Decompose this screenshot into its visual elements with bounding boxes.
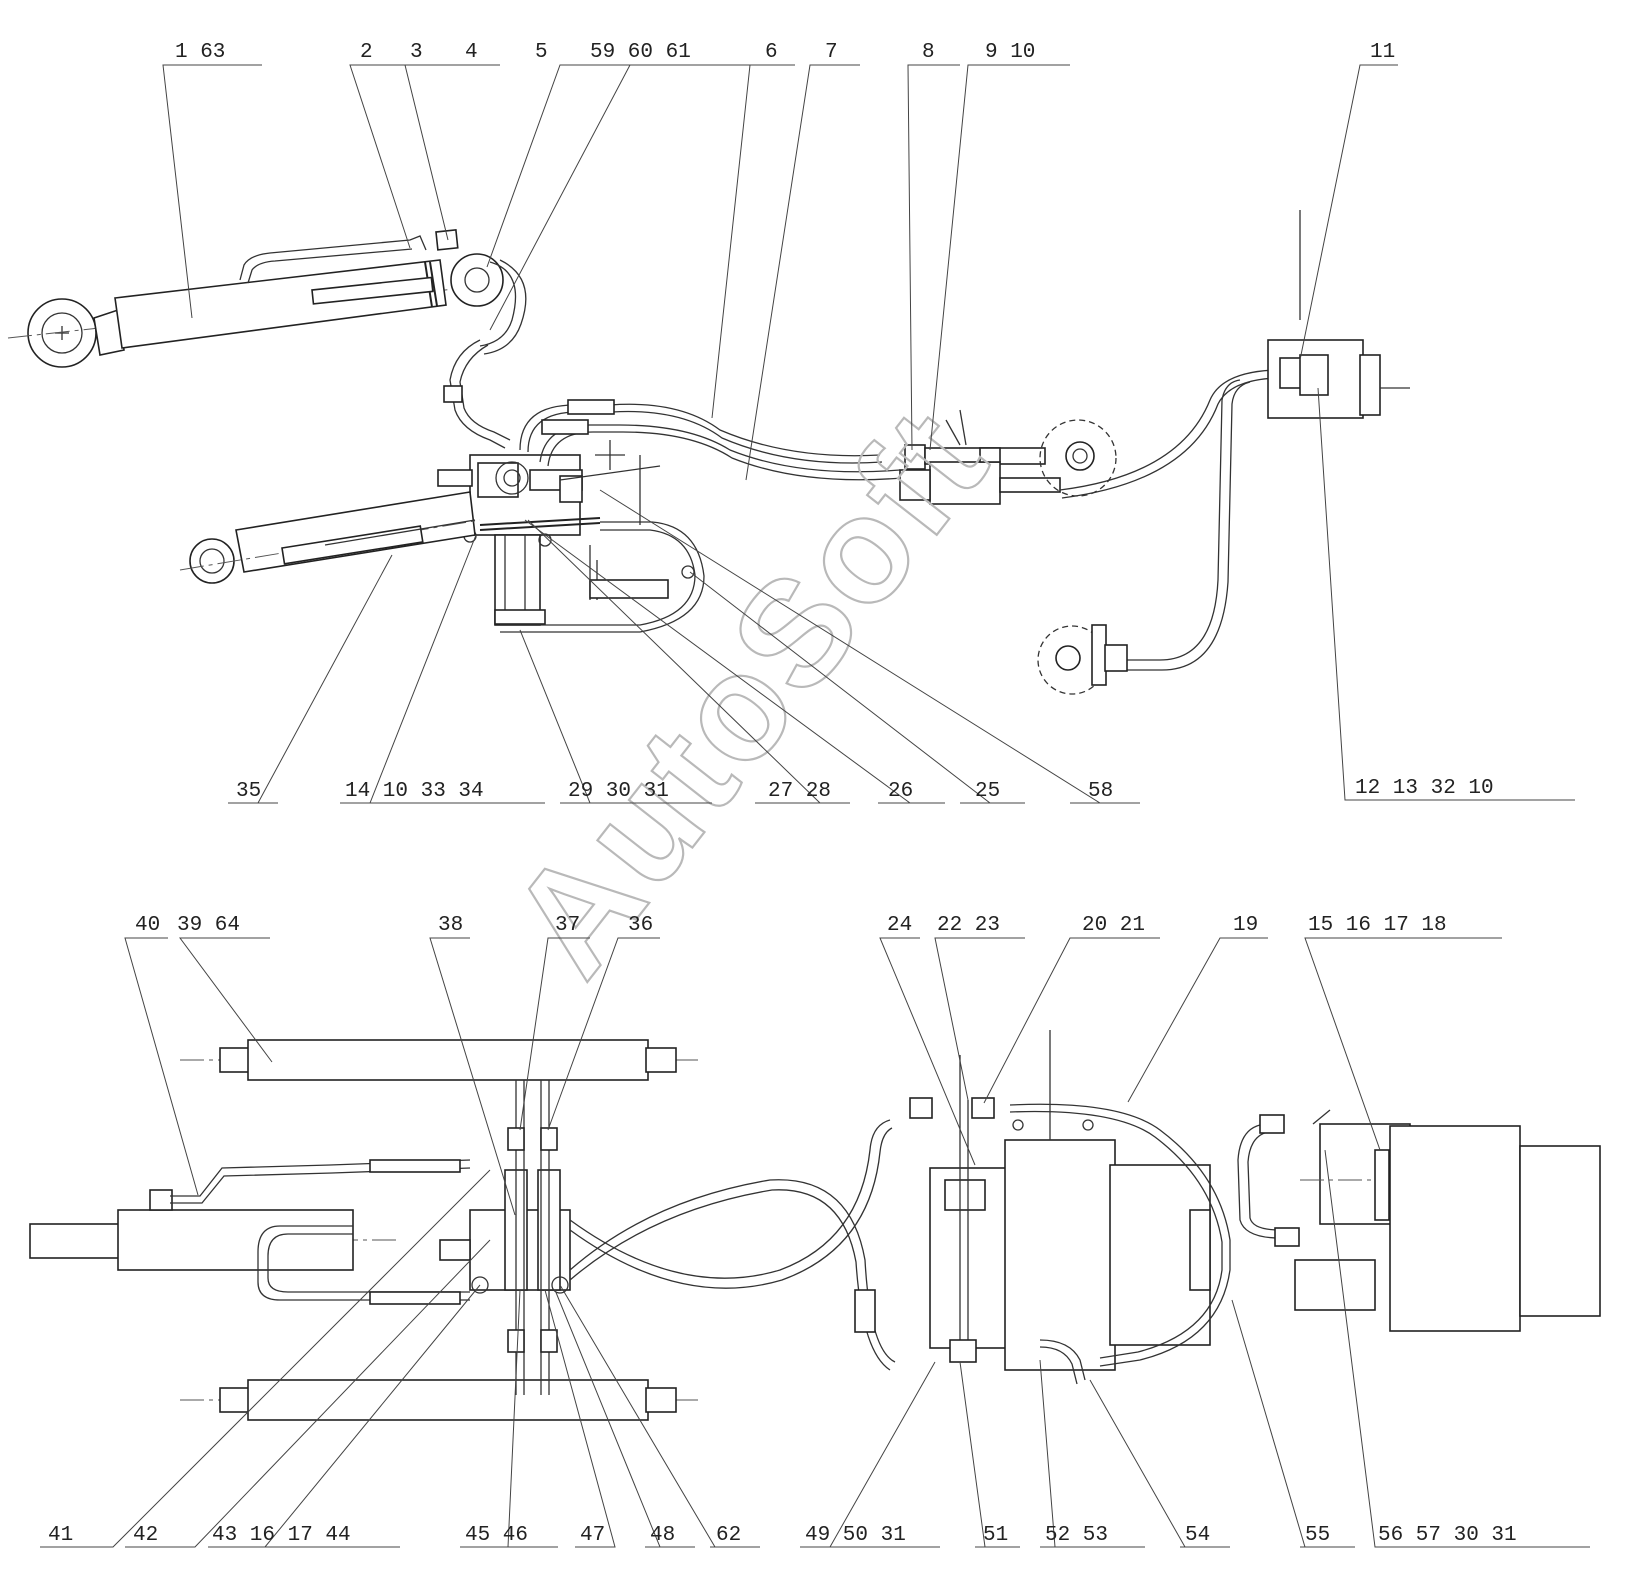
callout-12-13-32-10: 12 13 32 10 xyxy=(1355,777,1494,800)
callout-49-50-31: 49 50 31 xyxy=(805,1524,906,1547)
callout-39-64: 39 64 xyxy=(177,914,240,937)
callout-58: 58 xyxy=(1088,780,1113,803)
hydraulic-cylinder-35 xyxy=(179,491,481,584)
callout-22-23: 22 23 xyxy=(937,914,1000,937)
hose-5 xyxy=(449,339,506,449)
hose-to-unit-11 xyxy=(1059,369,1276,491)
callout-24: 24 xyxy=(887,914,912,937)
callout-54: 54 xyxy=(1185,1524,1210,1547)
callout-62: 62 xyxy=(716,1524,741,1547)
crossing-hose-b xyxy=(569,1179,896,1363)
callout-15-16-17-18: 15 16 17 18 xyxy=(1308,914,1447,937)
callout-36: 36 xyxy=(628,914,653,937)
callout-29-30-31: 29 30 31 xyxy=(568,780,669,803)
cylinder-40 xyxy=(29,1159,471,1305)
callout-4: 4 xyxy=(465,41,478,64)
callout-14-10-33-34: 14 10 33 34 xyxy=(345,780,484,803)
callout-40: 40 xyxy=(135,914,160,937)
callout-56-57-30-31: 56 57 30 31 xyxy=(1378,1524,1517,1547)
callout-2: 2 xyxy=(360,41,373,64)
callout-11: 11 xyxy=(1370,41,1395,64)
callout-35: 35 xyxy=(236,780,261,803)
callout-27-28: 27 28 xyxy=(768,780,831,803)
top-view-assembly xyxy=(7,210,1410,695)
callout-48: 48 xyxy=(650,1524,675,1547)
callout-43-16-17-44: 43 16 17 44 xyxy=(212,1524,351,1547)
callout-8: 8 xyxy=(922,41,935,64)
callout-41: 41 xyxy=(48,1524,73,1547)
callout-51: 51 xyxy=(983,1524,1008,1547)
callout-19: 19 xyxy=(1233,914,1258,937)
callout-47: 47 xyxy=(580,1524,605,1547)
callout-45-46: 45 46 xyxy=(465,1524,528,1547)
callout-38: 38 xyxy=(438,914,463,937)
round-mount-58 xyxy=(1037,624,1128,695)
callout-52-53: 52 53 xyxy=(1045,1524,1108,1547)
callout-5: 5 xyxy=(535,41,548,64)
cylinder-39 xyxy=(180,1039,700,1081)
valve-8-9 xyxy=(899,409,1117,505)
callout-1-63: 1 63 xyxy=(175,41,225,64)
crossing-hose-a xyxy=(569,1119,891,1279)
callout-55: 55 xyxy=(1305,1524,1330,1547)
hose-19 xyxy=(1009,1103,1231,1367)
valve-cluster xyxy=(439,1080,571,1395)
bottom-view-assembly xyxy=(29,1030,1601,1421)
callout-26: 26 xyxy=(888,780,913,803)
pump-unit xyxy=(909,1030,1211,1371)
callout-7: 7 xyxy=(825,41,838,64)
unit-11 xyxy=(1267,210,1410,419)
cylinder-bottom xyxy=(180,1379,700,1421)
callout-37: 37 xyxy=(555,914,580,937)
callout-9-10: 9 10 xyxy=(985,41,1035,64)
callout-59-60-61: 59 60 61 xyxy=(590,41,691,64)
callout-6: 6 xyxy=(765,41,778,64)
hose-29 xyxy=(500,529,696,626)
hydraulic-cylinder-1 xyxy=(7,229,527,368)
callout-25: 25 xyxy=(975,780,1000,803)
hoses-6-7 xyxy=(519,399,903,481)
callout-42: 42 xyxy=(133,1524,158,1547)
callout-3: 3 xyxy=(410,41,423,64)
callouts-bottom: 40 39 64 38 37 36 24 22 23 20 21 19 15 1… xyxy=(40,914,1590,1548)
control-valve-block xyxy=(437,440,669,626)
motor-unit-15 xyxy=(1259,1109,1601,1332)
callouts-top: 1 63 2 3 4 5 59 60 61 6 7 8 9 10 11 35 1… xyxy=(162,41,1575,804)
callout-20-21: 20 21 xyxy=(1082,914,1145,937)
